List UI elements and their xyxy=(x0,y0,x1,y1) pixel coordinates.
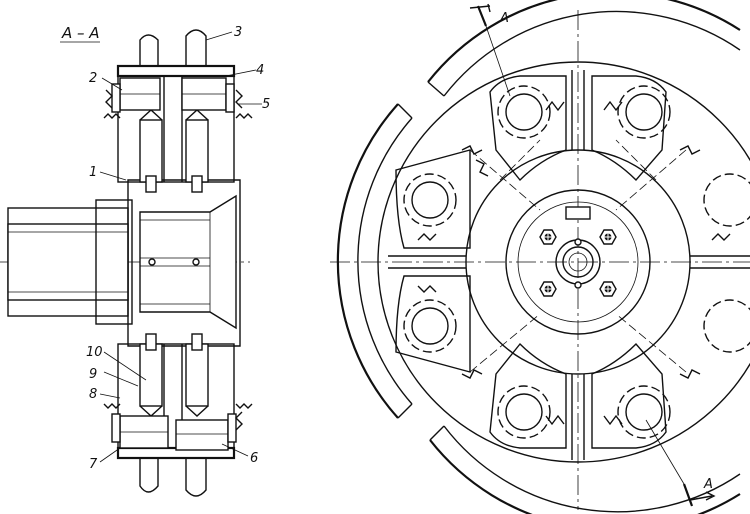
callout-8: 8 xyxy=(89,387,97,402)
brake-shoes xyxy=(395,75,667,449)
spring-clips xyxy=(417,100,731,426)
disc-stack-lower xyxy=(117,333,235,455)
callout-6: 6 xyxy=(250,451,258,466)
callout-3: 3 xyxy=(234,25,242,40)
callout-4: 4 xyxy=(256,63,264,78)
section-view: A – A 1 2 3 4 5 10 9 8 7 6 xyxy=(0,24,750,497)
callout-5: 5 xyxy=(262,97,270,112)
section-mark-a-top: A xyxy=(499,11,509,26)
spring-marks xyxy=(103,89,253,431)
sprocket-teeth-bottom xyxy=(139,454,207,497)
nut-icon xyxy=(599,229,617,245)
segment-gaps xyxy=(388,70,750,460)
nut-icon xyxy=(539,229,557,245)
outer-drum-segments xyxy=(336,0,741,514)
sprocket-teeth-top xyxy=(139,29,207,72)
end-view: A A xyxy=(336,0,750,514)
nut-icon xyxy=(599,281,617,297)
hub-ring xyxy=(505,189,651,335)
section-mark-a-bottom: A xyxy=(703,477,713,492)
section-mark-top xyxy=(469,3,511,97)
bore xyxy=(562,246,594,278)
section-title: A – A xyxy=(61,24,100,42)
hub-body xyxy=(127,179,241,347)
callout-2: 2 xyxy=(89,71,97,86)
outer-plates-bottom xyxy=(111,413,237,460)
callout-9: 9 xyxy=(89,367,97,382)
nut-icon xyxy=(539,281,557,297)
callout-10: 10 xyxy=(86,345,103,360)
hub-sleeve xyxy=(7,199,133,325)
callout-1: 1 xyxy=(89,165,97,180)
bore-inner xyxy=(568,252,588,272)
leaders xyxy=(99,31,262,463)
hub-inner-ring xyxy=(517,201,639,323)
roller-pins xyxy=(403,85,750,439)
outer-plates-top xyxy=(111,64,236,113)
flange-ring xyxy=(465,149,691,375)
key-slot xyxy=(565,206,591,220)
outer-ring xyxy=(377,61,750,463)
callout-7: 7 xyxy=(89,457,98,472)
section-mark-bottom xyxy=(645,419,716,507)
hidden-lines xyxy=(469,139,687,373)
hub-nuts xyxy=(539,229,617,297)
